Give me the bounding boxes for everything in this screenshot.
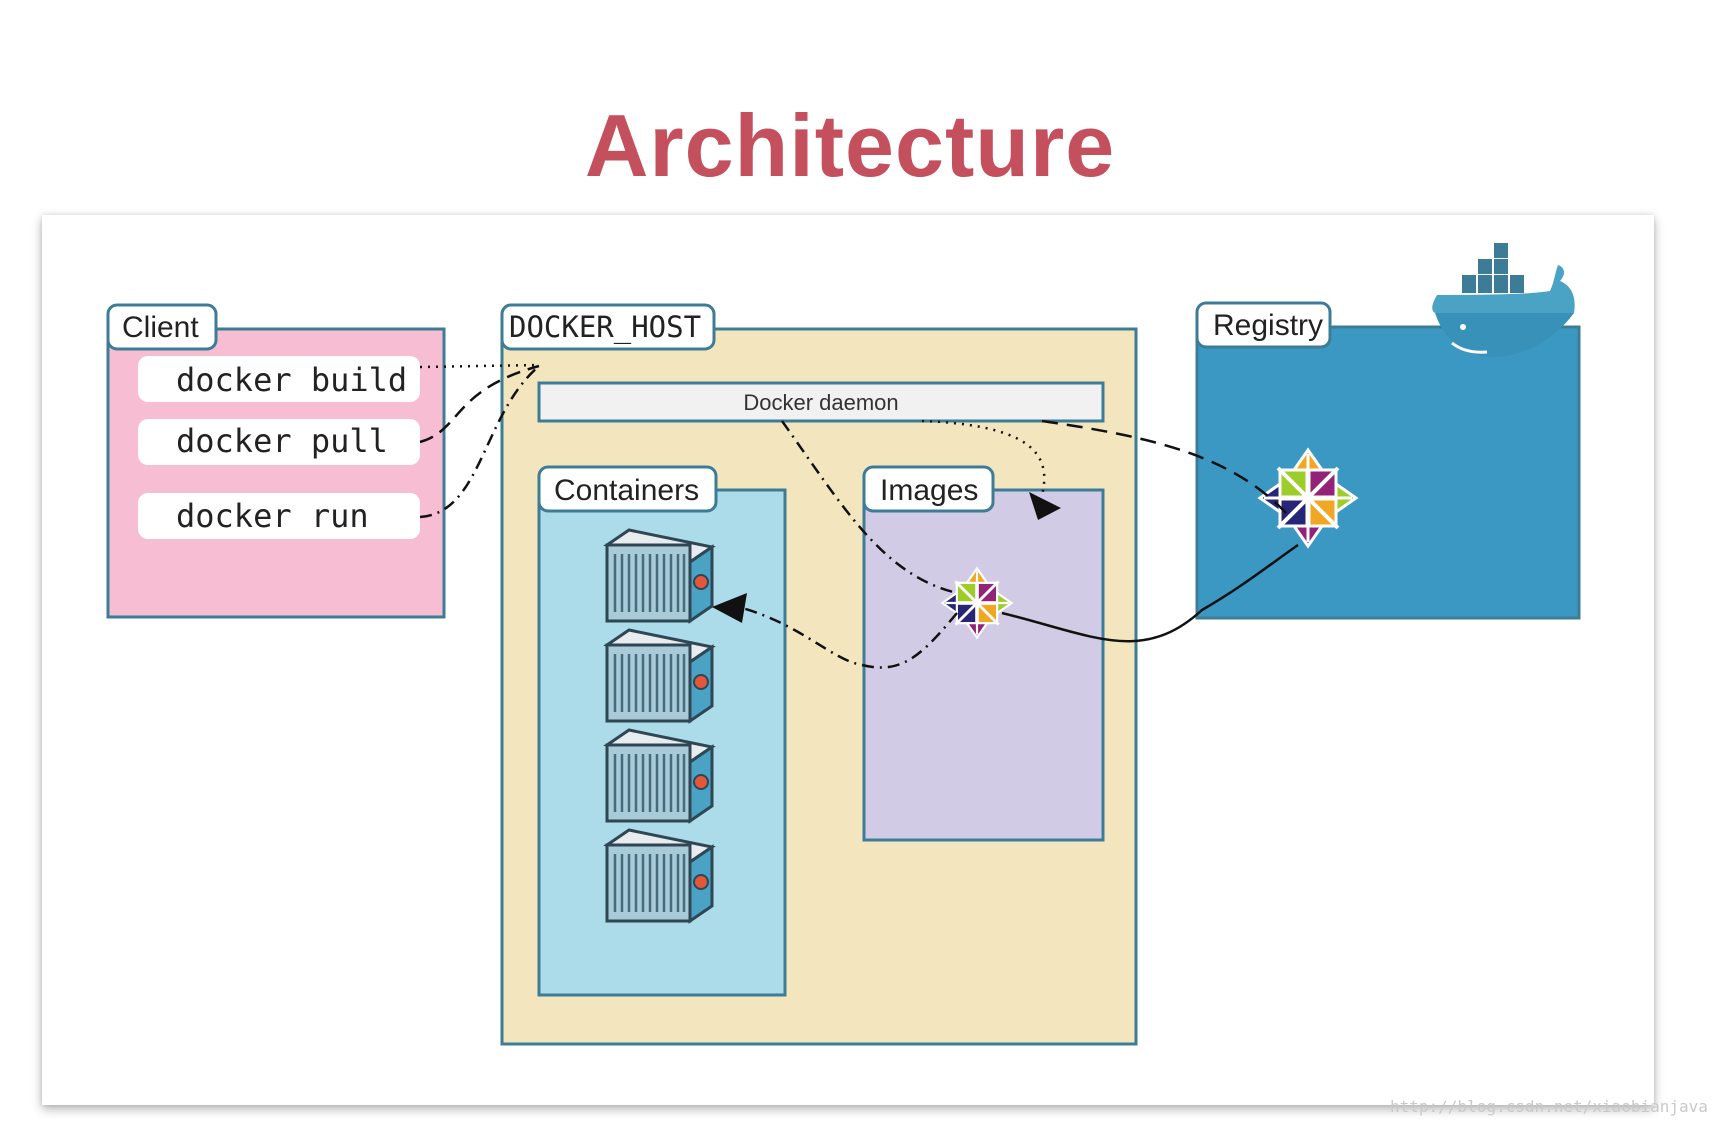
command-label: docker build [176, 361, 407, 399]
docker-host-label: DOCKER_HOST [509, 310, 701, 345]
registry-label: Registry [1213, 309, 1323, 342]
client-command-docker-run[interactable]: docker run [138, 493, 420, 539]
docker-daemon-label: Docker daemon [743, 390, 898, 415]
shipping-container-icon [605, 728, 714, 823]
containers-label: Containers [554, 474, 699, 507]
command-label: docker pull [176, 422, 388, 460]
architecture-slide: Client docker build docker pull docker r… [42, 215, 1654, 1105]
shipping-container-icon [605, 528, 714, 623]
images-panel: Images [862, 465, 1105, 842]
command-label: docker run [176, 497, 369, 535]
shipping-container-icon [605, 828, 714, 923]
connector-lines [419, 363, 1299, 669]
architecture-diagram: Client docker build docker pull docker r… [106, 243, 1581, 1046]
client-command-docker-pull[interactable]: docker pull [138, 419, 420, 465]
watermark: http://blog.csdn.net/xiaobianjava [1390, 1097, 1708, 1116]
page-title: Architecture [584, 96, 1116, 195]
docker-whale-icon [1432, 243, 1575, 358]
docker-daemon-bar: Docker daemon [537, 381, 1105, 423]
client-label: Client [122, 311, 199, 344]
registry-panel: Registry [1195, 301, 1581, 620]
client-command-docker-build[interactable]: docker build [138, 356, 420, 402]
images-label: Images [880, 474, 978, 507]
shipping-container-icon [605, 628, 714, 723]
